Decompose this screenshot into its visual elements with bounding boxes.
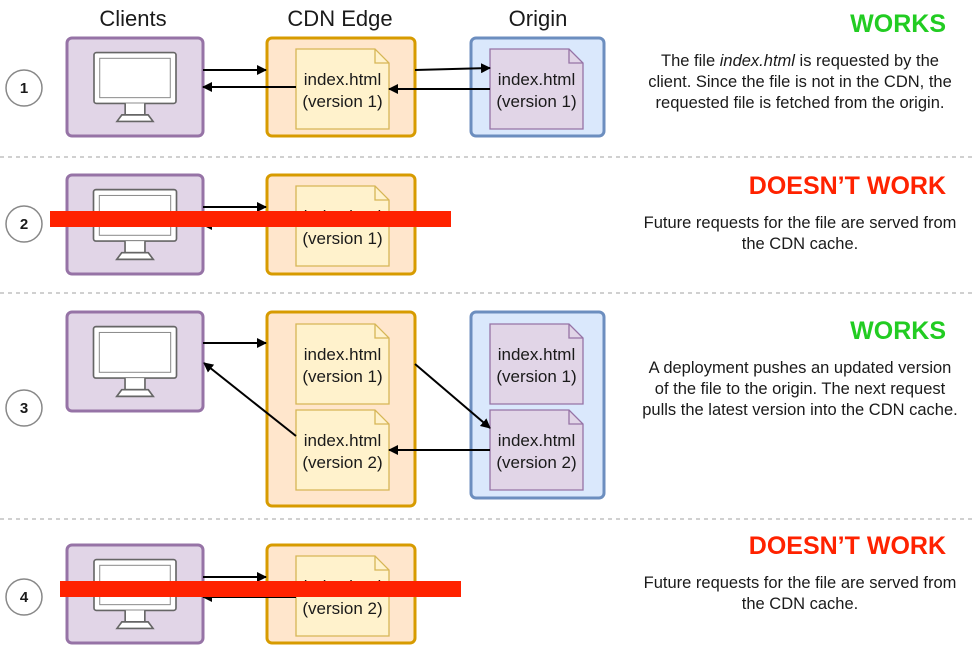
step-1-number: 1 [20,80,28,97]
step-1-filename: index.html [719,52,795,70]
step-4-panel: DOESN’T WORK Future requests for the fil… [640,532,960,615]
cdn-edge-header: CDN Edge [287,6,392,31]
doc-filename: index.html [304,70,381,89]
step-4-status: DOESN’T WORK [748,532,946,560]
strike-through-bar-4 [60,581,461,597]
doc-version: (version 1) [302,92,382,111]
doc-filename: index.html [498,70,575,89]
doc-filename: index.html [498,345,575,364]
flow-arrow [203,362,297,437]
step-3-status: WORKS [850,317,946,345]
step-2-status: DOESN’T WORK [748,172,946,200]
origin-doc-1: index.html (version 1) [489,48,584,130]
step-1-status: WORKS [850,10,946,38]
flow-arrow [414,63,491,74]
step-3-panel: WORKS A deployment pushes an updated ver… [640,317,960,421]
doc-version: (version 1) [302,367,382,386]
step-1-description: The file index.html is requested by the … [648,52,952,112]
step-2-description: Future requests for the file are served … [643,214,957,253]
step-2-marker [5,205,43,243]
origin-doc-3a: index.html (version 1) [489,323,584,405]
doc-version: (version 2) [302,599,382,618]
doc-version: (version 2) [496,453,576,472]
doc-filename: index.html [304,431,381,450]
flow-arrow [414,363,491,429]
doc-version: (version 1) [496,367,576,386]
step-4-number: 4 [20,589,29,606]
doc-filename: index.html [304,345,381,364]
origin-header: Origin [509,6,568,31]
cdn-cached-doc-3b: index.html (version 2) [295,409,390,491]
step-4-marker [5,578,43,616]
doc-filename: index.html [498,431,575,450]
clients-header: Clients [99,6,166,31]
step-3-description: A deployment pushes an updated version o… [642,359,958,419]
cdn-cached-doc-1: index.html (version 1) [295,48,390,130]
cdn-cached-doc-3a: index.html (version 1) [295,323,390,405]
doc-version: (version 1) [496,92,576,111]
step-2-panel: DOESN’T WORK Future requests for the fil… [640,172,960,255]
doc-version: (version 1) [302,229,382,248]
step-4-description: Future requests for the file are served … [643,574,957,613]
step-3-number: 3 [20,400,28,417]
doc-version: (version 2) [302,453,382,472]
step-1-panel: WORKS The file index.html is requested b… [640,10,960,114]
step-1-marker [5,69,43,107]
step-2-number: 2 [20,216,28,233]
strike-through-bar-2 [50,211,451,227]
step-3-marker [5,389,43,427]
origin-doc-3b: index.html (version 2) [489,409,584,491]
